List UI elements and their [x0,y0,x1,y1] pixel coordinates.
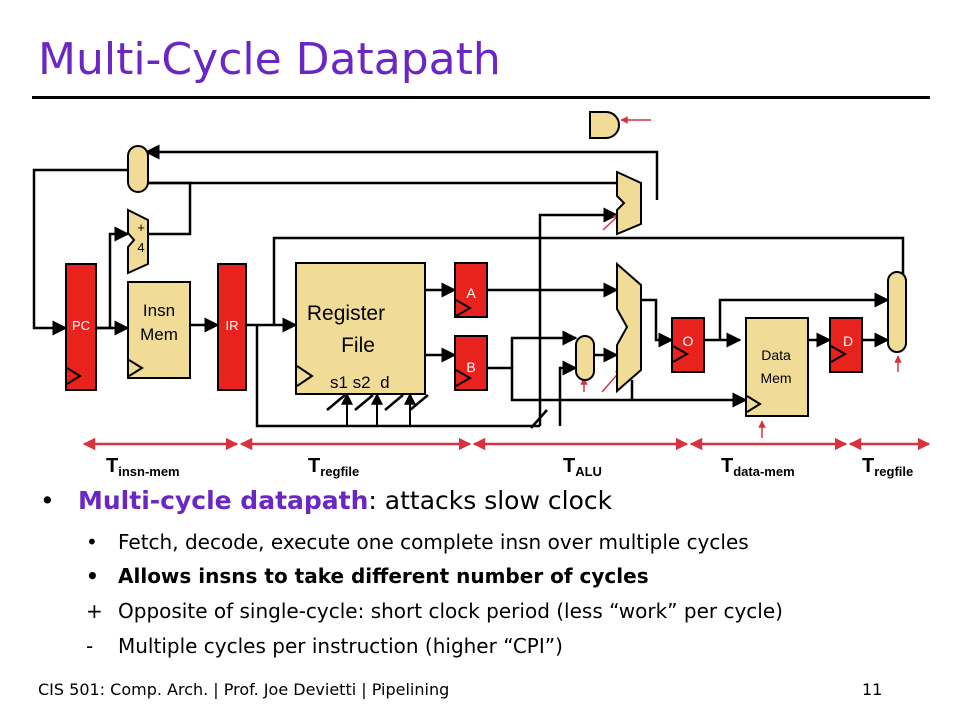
regfile-label-2: File [341,334,375,357]
main-bullet-rest: : attacks slow clock [368,486,613,515]
sub-bullet-2: • Allows insns to take different number o… [86,564,649,588]
multi-cycle-datapath-diagram: + 4 PC Insn Mem IR Register File s1 s2 d… [32,111,931,479]
plus4-plus: + [137,220,145,235]
data-mem-label-1: Data [761,347,791,363]
data-mem-label-2: Mem [760,370,791,386]
latch-d-label: D [843,333,853,349]
sub-bullet-text: Allows insns to take different number of… [118,564,649,588]
timing-label-insn-mem: Tinsn-mem [106,455,180,479]
sub-bullet-1: • Fetch, decode, execute one complete ins… [86,530,749,554]
timing-label-data-mem: Tdata-mem [721,455,795,479]
timing-label-regfile: Tregfile [308,455,359,479]
main-bullet-marker: • [40,486,55,515]
plus4-four: 4 [137,240,144,255]
pc-clock-icon [66,367,82,385]
sub-bullet-marker: + [86,599,103,623]
sub-bullet-text: Fetch, decode, execute one complete insn… [118,530,749,554]
latch-o-clock-icon [672,345,690,363]
sub-bullet-text: Opposite of single-cycle: short clock pe… [118,599,783,623]
slide-title: Multi-Cycle Datapath [38,34,501,85]
sub-bullet-marker: - [86,634,94,658]
insn-mem-clock-icon [128,359,144,377]
alu-input-mux [575,335,595,381]
alu [616,261,642,394]
insn-mem-label-2: Mem [140,325,178,344]
insn-mem [127,281,191,379]
register-file [295,262,426,395]
latch-b-label: B [466,359,475,375]
latch-b [454,335,488,391]
title-divider [32,96,930,99]
regfile-label-1: Register [307,302,385,325]
page-number: 11 [862,680,883,699]
latch-o-label: O [683,333,694,349]
sub-bullet-text: Multiple cycles per instruction (higher … [118,634,563,658]
timing-label-alu: TALU [563,455,602,479]
sub-bullet-3: + Opposite of single-cycle: short clock p… [86,599,783,623]
pc-label: PC [72,318,90,333]
insn-mem-label-1: Insn [143,301,175,320]
main-bullet: • Multi-cycle datapath: attacks slow cloc… [40,486,612,515]
branch-adder [616,170,642,236]
data-mem [745,317,809,417]
latch-o [671,317,705,373]
latch-d [829,317,863,373]
datapath-wires [32,144,905,429]
pc-register [65,263,97,391]
footer-text: CIS 501: Comp. Arch. | Prof. Joe Deviett… [38,680,450,699]
main-bullet-highlight: Multi-cycle datapath [78,486,369,515]
regfile-port-wires [341,392,416,426]
data-mem-clock-icon [746,395,762,413]
regfile-ports-label: s1 s2 d [330,373,390,392]
writeback-mux [887,271,907,353]
regfile-clock-icon [296,365,314,387]
latch-b-clock-icon [455,369,473,387]
ir-label: IR [226,318,239,333]
latch-d-clock-icon [830,345,848,363]
branch-and-gate [589,111,620,139]
timing-labels: Tinsn-mem Tregfile TALU Tdata-mem Tregfi… [106,455,913,479]
pc-plus4-adder [127,208,149,275]
pc-mux [127,145,149,193]
ir-register [217,263,247,391]
latch-a-clock-icon [455,299,473,317]
sub-bullet-marker: • [86,564,99,588]
latch-a-label: A [466,285,476,301]
sub-bullet-marker: • [86,530,98,554]
sub-bullet-4: -Multiple cycles per instruction (higher… [86,634,563,658]
timing-label-regfile-2: Tregfile [862,455,913,479]
